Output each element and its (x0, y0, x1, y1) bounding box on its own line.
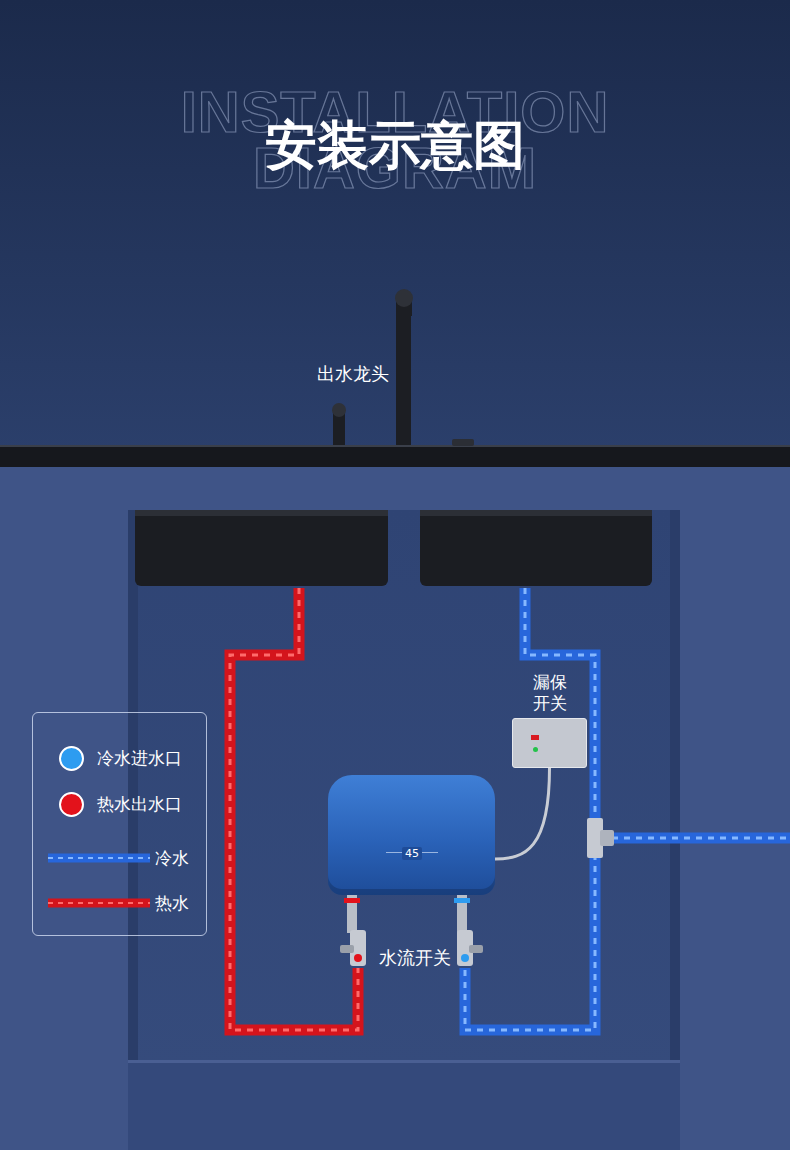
legend-text: 热水出水口 (97, 794, 182, 814)
cavity-shadow (128, 510, 138, 1150)
legend-swatch (59, 746, 84, 771)
part-label: 水流开关 (379, 947, 451, 969)
switch-label: 漏保 开关 (530, 672, 569, 715)
valve-mark (461, 954, 469, 962)
sink-rim (420, 510, 652, 516)
legend-text: 冷水 (155, 848, 189, 868)
legend-cold-line (48, 857, 150, 859)
legend-text: 热水 (155, 893, 189, 913)
wall (0, 0, 790, 450)
cold-pipe (600, 833, 790, 844)
countertop (0, 445, 790, 467)
valve-handle (469, 945, 483, 953)
part-label: 出水龙头 (317, 363, 389, 385)
legend-text: 冷水进水口 (97, 748, 182, 768)
switch-box (512, 718, 587, 768)
countertop-edge (0, 445, 790, 447)
tee-fitting (600, 830, 614, 846)
power-cable (495, 768, 550, 859)
legend-swatch (59, 792, 84, 817)
legend-hot-line (48, 899, 150, 908)
cabinet-floor (128, 1062, 680, 1150)
water-heater: 45 (328, 775, 495, 895)
display-digits: 45 (402, 847, 422, 860)
leakage-switch: 漏保 开关 (512, 672, 587, 769)
valve-handle (340, 945, 354, 953)
cabinet-cavity (128, 510, 680, 1150)
faucet (396, 302, 411, 445)
faucet-handle (332, 403, 346, 417)
valve-mark (354, 954, 362, 962)
cold-ring (454, 898, 470, 903)
title: 安装示意图 (265, 117, 525, 174)
faucet (396, 290, 412, 316)
legend-hot-line (48, 902, 150, 904)
floor-edge (128, 1060, 680, 1063)
sink-basin (420, 510, 652, 586)
sink-basin (135, 510, 388, 586)
faucet-head (395, 289, 413, 307)
legend-cold-line (48, 854, 150, 863)
drain-cap (452, 439, 474, 446)
indicator-red (531, 735, 539, 740)
indicator-green (533, 747, 538, 752)
hot-ring (344, 898, 360, 903)
cabinet-front (0, 465, 790, 1150)
cavity-shadow (670, 510, 680, 1150)
cold-pipe-flow (600, 837, 790, 840)
sink-rim (135, 510, 388, 516)
